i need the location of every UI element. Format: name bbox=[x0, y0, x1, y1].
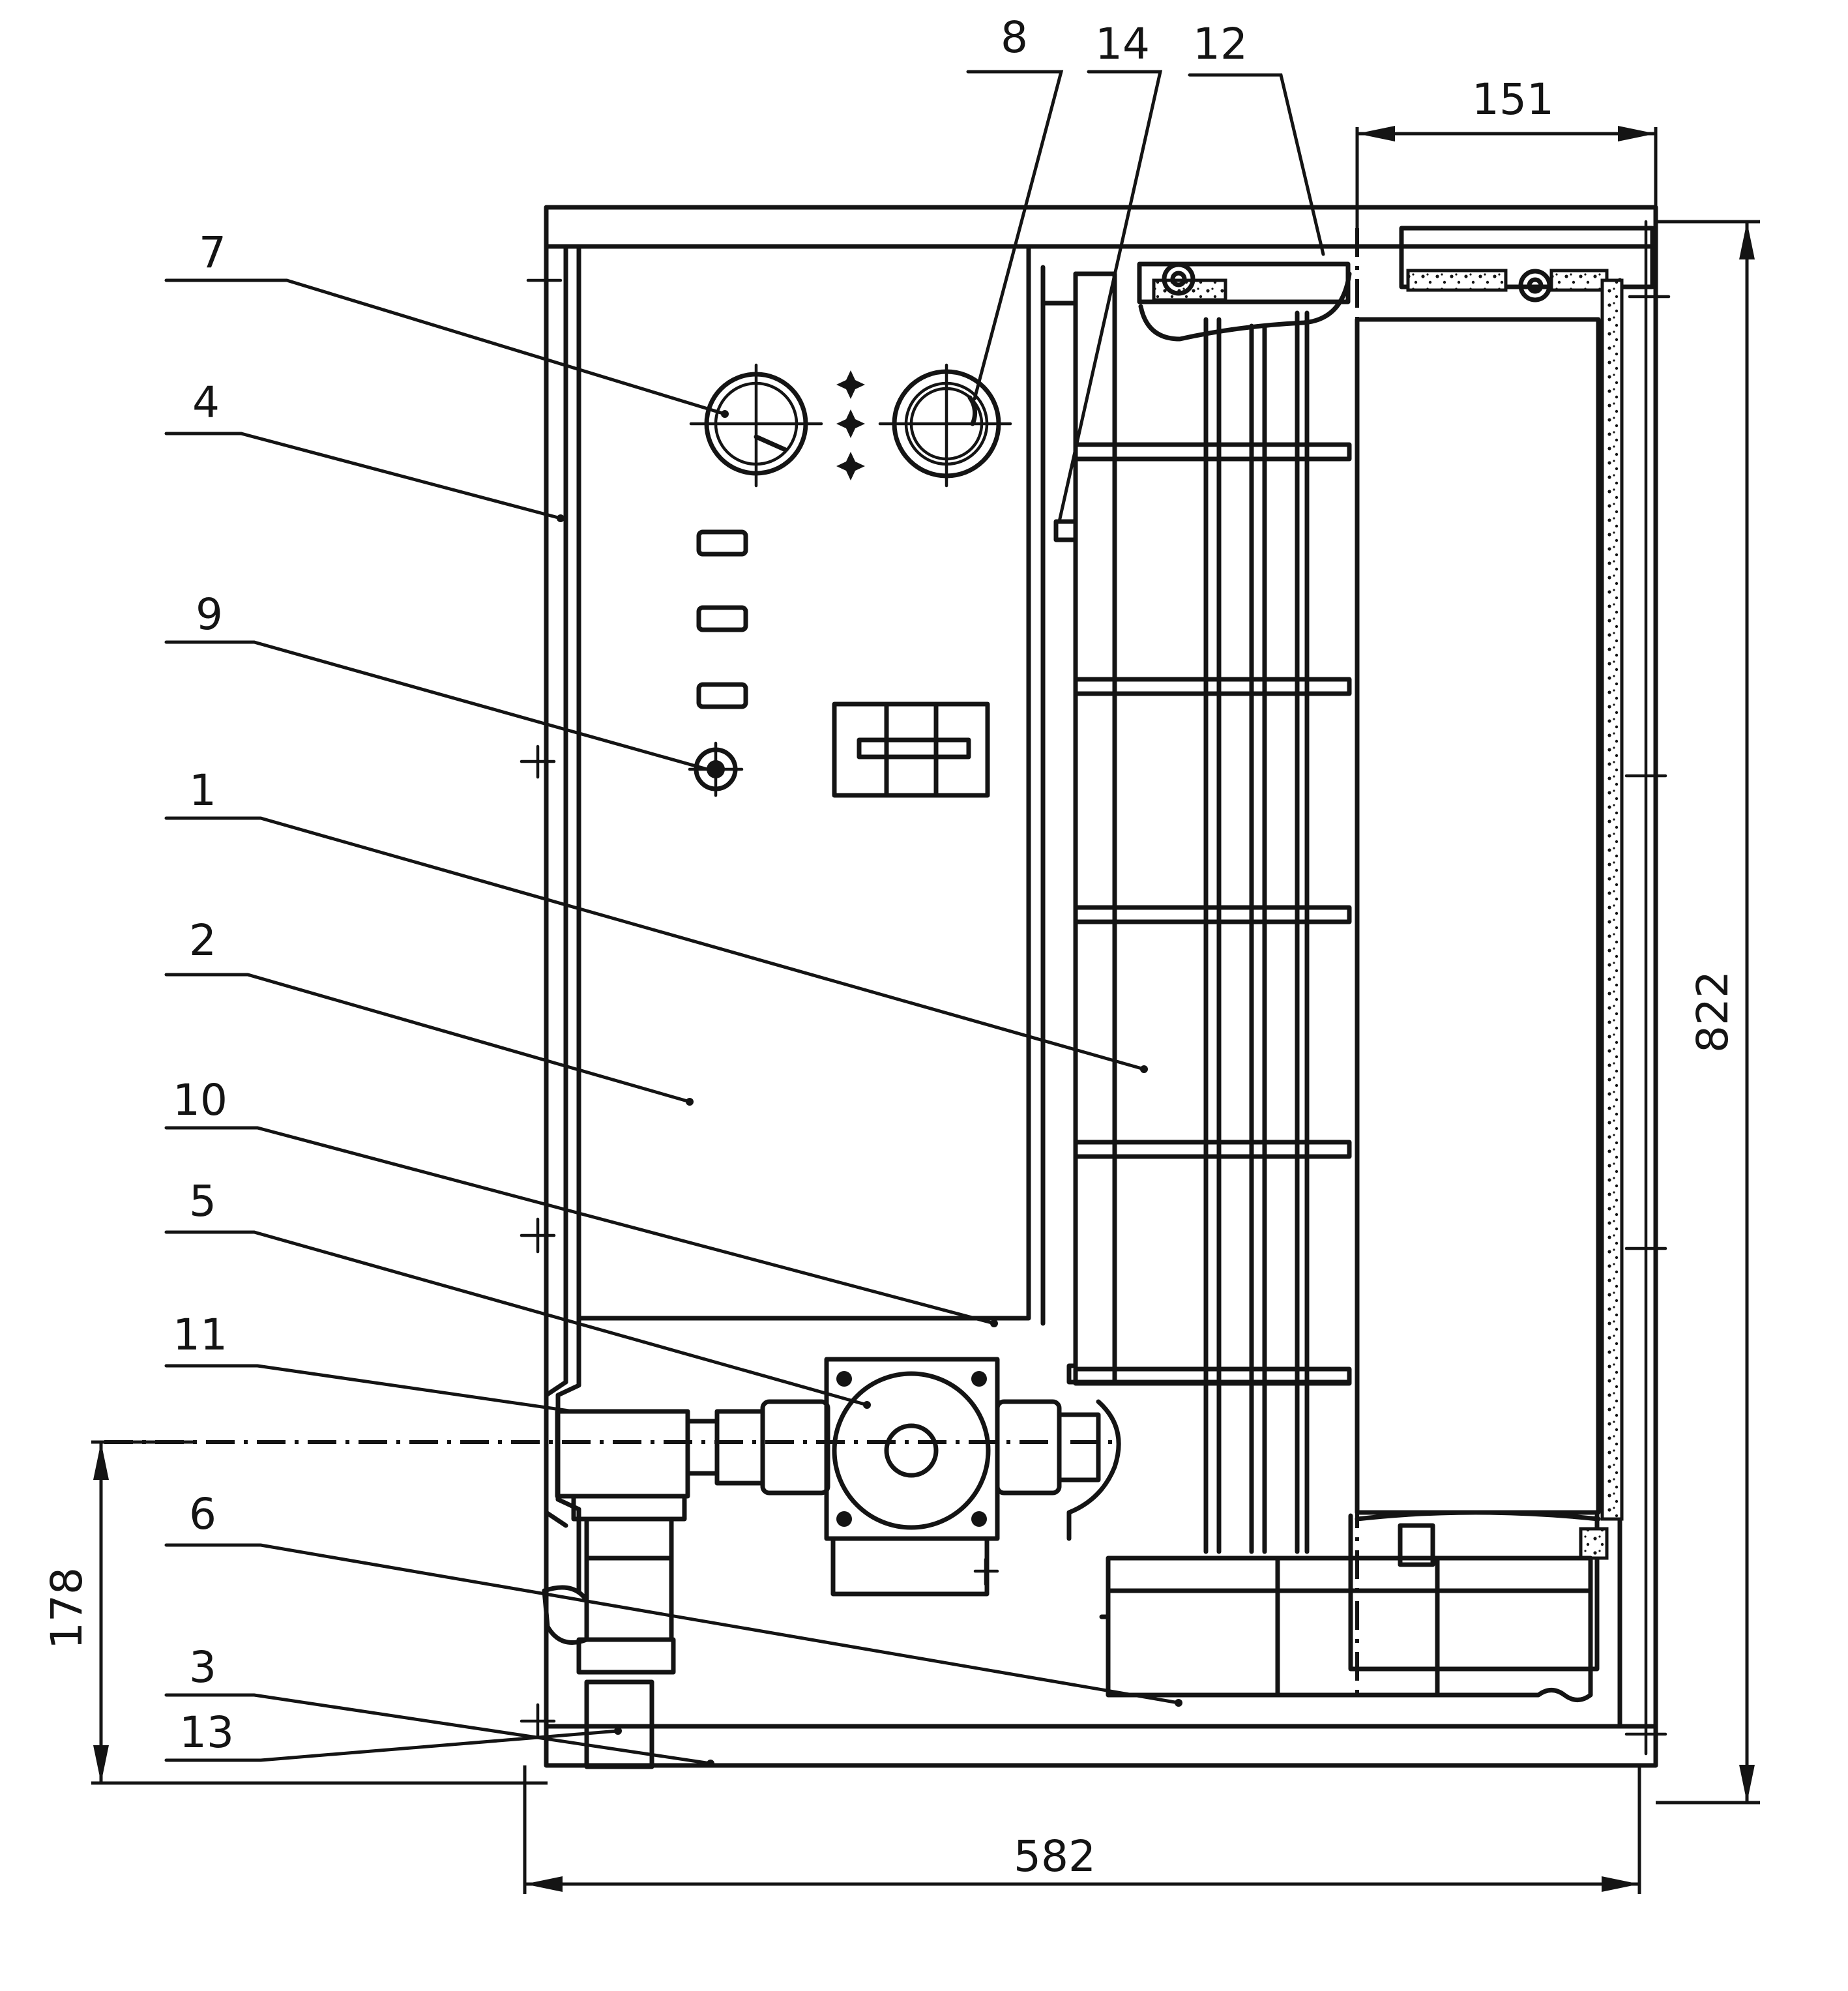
pump bbox=[824, 1357, 1000, 1597]
cabinet-frame bbox=[544, 205, 1658, 1768]
callout-10: 10 bbox=[173, 1075, 227, 1125]
wall-marks bbox=[520, 265, 1671, 1739]
dimension-values: 151 822 582 178 bbox=[42, 74, 1738, 1881]
callout-8: 8 bbox=[1001, 12, 1028, 63]
callout-1: 1 bbox=[189, 765, 216, 816]
callout-2: 2 bbox=[189, 915, 216, 966]
dimension-lines bbox=[91, 126, 1760, 1894]
switch-9 bbox=[688, 741, 744, 797]
gauge-7 bbox=[689, 363, 823, 488]
lower-vessel bbox=[1099, 1556, 1593, 1702]
callout-11: 11 bbox=[173, 1310, 227, 1360]
terminal-block bbox=[832, 701, 990, 798]
pipe-tee bbox=[542, 1409, 690, 1769]
callout-4: 4 bbox=[192, 377, 220, 428]
dimension-822: 822 bbox=[1688, 971, 1738, 1053]
indicator-lamps bbox=[836, 370, 865, 480]
callout-14: 14 bbox=[1095, 19, 1150, 69]
pump-unions bbox=[685, 1399, 1121, 1541]
callout-13: 13 bbox=[179, 1707, 234, 1758]
callout-labels: 7 4 9 1 2 10 5 11 6 3 13 8 14 12 bbox=[173, 12, 1248, 1758]
callout-6: 6 bbox=[189, 1489, 216, 1539]
dimension-178: 178 bbox=[42, 1567, 92, 1649]
callout-9: 9 bbox=[196, 589, 223, 640]
top-manifold bbox=[1137, 261, 1352, 342]
dimension-151: 151 bbox=[1472, 74, 1554, 125]
storage-tank bbox=[1348, 226, 1655, 1672]
callout-3: 3 bbox=[189, 1642, 216, 1692]
control-panel bbox=[576, 244, 1046, 1326]
push-buttons bbox=[696, 529, 748, 709]
heat-exchanger bbox=[1040, 271, 1352, 1554]
dimension-582: 582 bbox=[1014, 1831, 1096, 1881]
callout-7: 7 bbox=[199, 228, 226, 278]
left-wall-channel bbox=[544, 244, 581, 1593]
gauge-8 bbox=[878, 363, 1012, 488]
leader-lines bbox=[164, 70, 1325, 1767]
callout-5: 5 bbox=[189, 1176, 216, 1226]
callout-12: 12 bbox=[1193, 19, 1248, 69]
